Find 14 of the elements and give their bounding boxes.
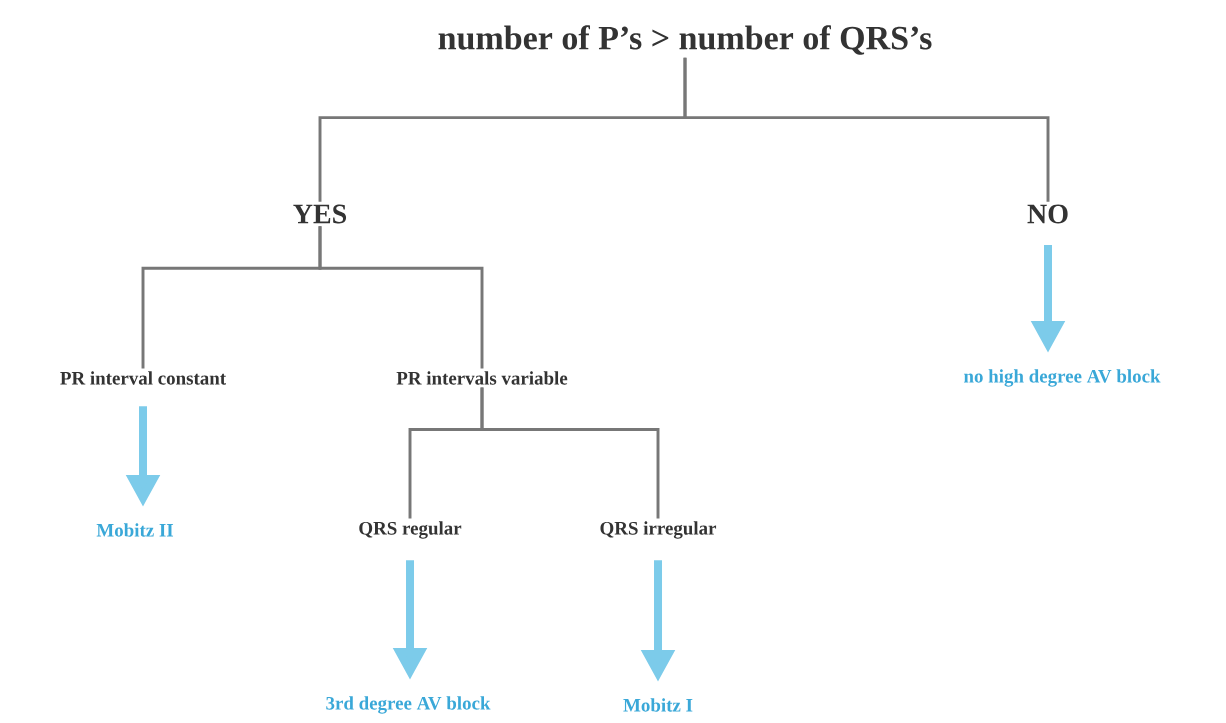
question-text: number of P’s > number of QRS’s [438, 25, 932, 55]
criterion-text: PR interval constant [60, 371, 226, 385]
criterion-text: QRS irregular [600, 521, 717, 539]
result-text: no high degree AV block [963, 369, 1161, 387]
result-text: 3rd degree AV block [326, 696, 491, 714]
branch-label: YES [293, 204, 347, 224]
tree-connector [480, 387, 660, 519]
criterion-text: PR intervals variable [396, 371, 568, 385]
criterion-text: QRS regular [359, 521, 462, 539]
tree-connector [683, 57, 1050, 202]
result-text: Mobitz II [96, 523, 174, 537]
branch-label: NO [1027, 204, 1068, 224]
tree-connector [318, 226, 484, 369]
result-text: Mobitz I [623, 698, 693, 712]
